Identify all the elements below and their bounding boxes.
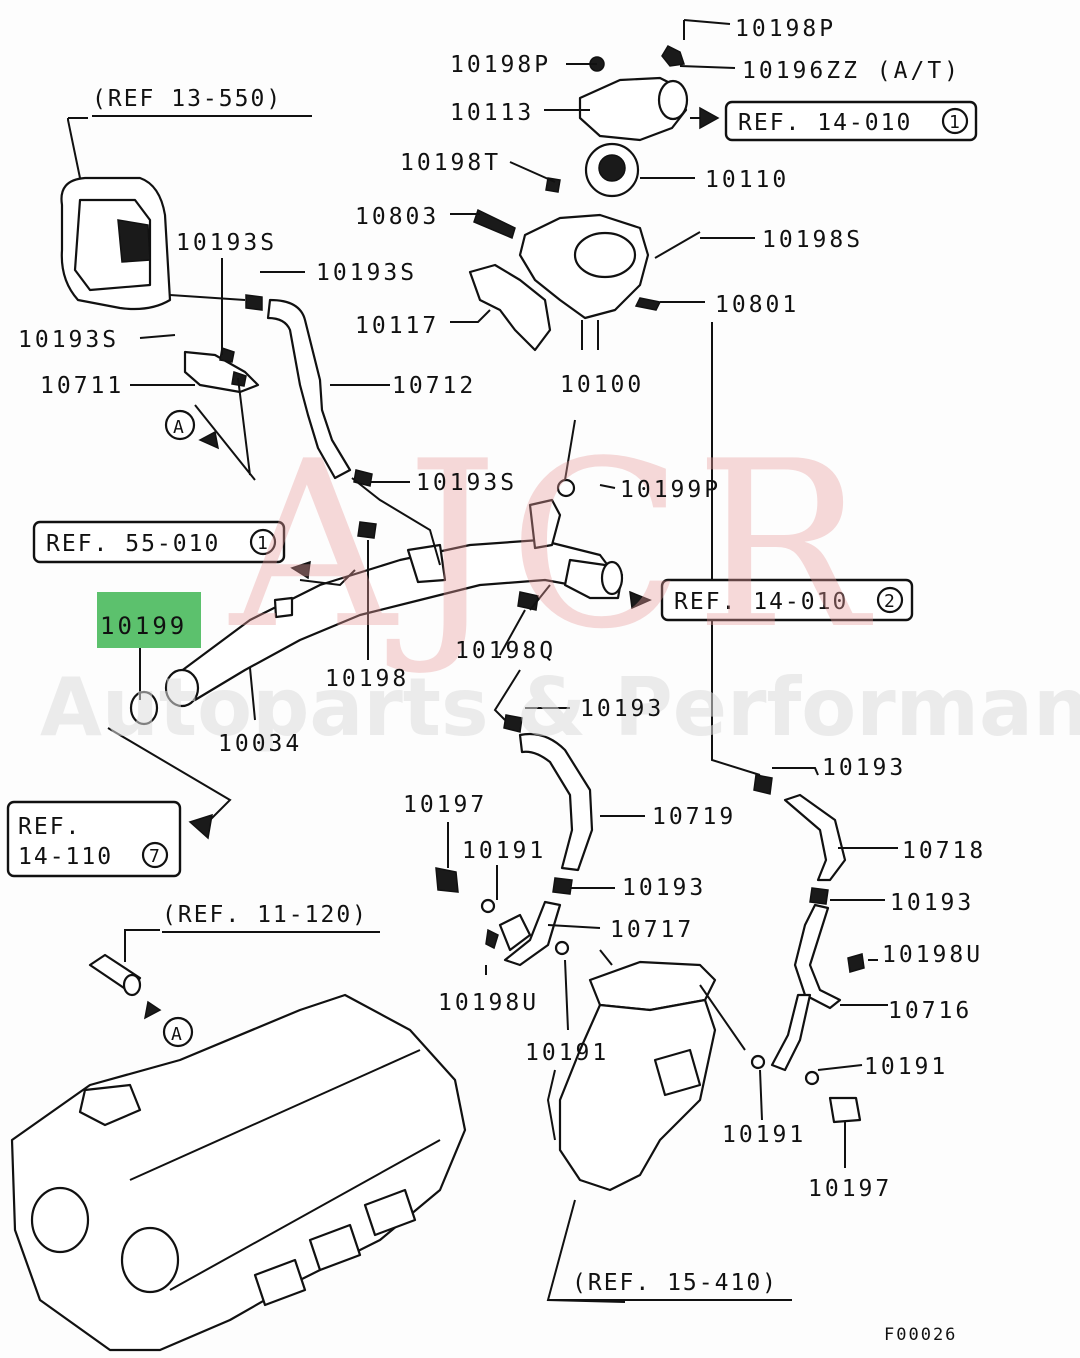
water-pipe-10034: [164, 498, 624, 708]
svg-text:A: A: [171, 1024, 184, 1045]
label-10198[interactable]: 10198: [325, 666, 409, 692]
label-10712[interactable]: 10712: [392, 373, 476, 399]
oring-10191-a: [480, 898, 496, 914]
bolt-10198U-b: [847, 953, 865, 973]
label-10197[interactable]: 10197: [403, 792, 487, 818]
label-10717[interactable]: 10717: [610, 917, 694, 943]
label-10113[interactable]: 10113: [450, 100, 534, 126]
ref-label: REF. 55-010: [46, 531, 220, 557]
label-10199-highlighted[interactable]: 10199: [100, 612, 187, 640]
parts-drawing: [10, 19, 898, 1352]
leader-lines: [130, 19, 898, 1303]
bracket-10717: [498, 900, 562, 967]
ref-box-14-110[interactable]: REF. 14-110 7: [6, 800, 182, 878]
ref-label: REF. 14-010: [674, 589, 848, 615]
label-10198P[interactable]: 10198P: [735, 16, 836, 42]
svg-text:A: A: [173, 417, 186, 438]
ref-label: REF. 14-010: [738, 110, 912, 136]
bolt-10198: [357, 521, 377, 539]
hose-10719: [503, 714, 594, 895]
oring-10191-c: [750, 1054, 766, 1070]
label-10198U[interactable]: 10198U: [882, 942, 983, 968]
label-10117[interactable]: 10117: [355, 313, 439, 339]
label-10718[interactable]: 10718: [902, 838, 986, 864]
marker-a-lower: A: [162, 1016, 194, 1048]
marker-a-upper: A: [164, 409, 196, 441]
ref-label: REF.: [18, 814, 81, 840]
intake-assembly: [558, 960, 717, 1192]
bolt-10197-a: [435, 867, 459, 893]
label-10198S[interactable]: 10198S: [762, 227, 863, 253]
sensor-11-120: [88, 953, 142, 997]
ref-number: 2: [884, 591, 897, 612]
label-10193[interactable]: 10193: [890, 890, 974, 916]
label-10719[interactable]: 10719: [652, 804, 736, 830]
label-10198Q[interactable]: 10198Q: [455, 638, 556, 664]
bolt-10198U-a: [485, 928, 499, 950]
label-10193[interactable]: 10193: [622, 875, 706, 901]
label-10198U[interactable]: 10198U: [438, 990, 539, 1016]
watermark-tagline: Autoparts & Performance: [40, 661, 1080, 754]
reference-arrows: [67, 106, 720, 1020]
label-10803[interactable]: 10803: [355, 204, 439, 230]
thermostat-housing: [468, 20, 701, 352]
watermark-logo: AJCR: [228, 413, 877, 680]
label-10198P[interactable]: 10198P: [450, 52, 551, 78]
ref-box-14-010-2[interactable]: REF. 14-010 2: [660, 578, 914, 622]
part-labels: 10198P 10198P 10196ZZ (A/T) 10113 10198T…: [18, 16, 986, 1345]
label-10193S[interactable]: 10193S: [18, 327, 119, 353]
watermark: AJCR Autoparts & Performance: [40, 413, 1080, 754]
oring-10191-b: [554, 940, 570, 956]
highlight-10199: [97, 592, 201, 648]
label-10196ZZ[interactable]: 10196ZZ (A/T): [742, 58, 961, 84]
label-10711[interactable]: 10711: [40, 373, 124, 399]
pipe-10716: [770, 903, 842, 1072]
label-10191[interactable]: 10191: [462, 838, 546, 864]
hose-10712: [245, 294, 352, 480]
label-10193S[interactable]: 10193S: [176, 230, 277, 256]
label-10100[interactable]: 10100: [560, 372, 644, 398]
label-10191[interactable]: 10191: [722, 1122, 806, 1148]
bolt-10197-b: [828, 1096, 862, 1168]
bracket-10711: [183, 347, 260, 394]
ref-number: 7: [149, 846, 162, 867]
coolant-reservoir: [60, 176, 246, 311]
oring-10191-d: [804, 1070, 820, 1086]
label-10197[interactable]: 10197: [808, 1176, 892, 1202]
ref-11-120[interactable]: (REF. 11-120): [162, 902, 368, 928]
label-10199P[interactable]: 10199P: [620, 477, 721, 503]
ref-number: 1: [949, 112, 962, 133]
ref-number: 1: [257, 533, 270, 554]
label-10193S[interactable]: 10193S: [316, 260, 417, 286]
diagram-code: F00026: [884, 1325, 957, 1345]
label-10193[interactable]: 10193: [822, 755, 906, 781]
label-10198T[interactable]: 10198T: [400, 150, 501, 176]
label-10191[interactable]: 10191: [525, 1040, 609, 1066]
ref-box-14-010-1[interactable]: REF. 14-010 1: [724, 100, 978, 142]
ref-box-55-010[interactable]: REF. 55-010 1: [32, 520, 286, 564]
label-10191[interactable]: 10191: [864, 1054, 948, 1080]
ref-15-410[interactable]: (REF. 15-410): [572, 1270, 778, 1296]
label-10193[interactable]: 10193: [580, 696, 664, 722]
label-10716[interactable]: 10716: [888, 998, 972, 1024]
label-10034[interactable]: 10034: [218, 731, 302, 757]
cylinder-head: [10, 993, 467, 1352]
ref-label-num: 14-110: [18, 844, 113, 870]
label-10110[interactable]: 10110: [705, 167, 789, 193]
label-10801[interactable]: 10801: [715, 292, 799, 318]
gasket-10199: [129, 690, 159, 726]
ref-13-550[interactable]: (REF 13-550): [92, 86, 282, 112]
hose-10718: [753, 774, 847, 905]
label-10193S[interactable]: 10193S: [416, 470, 517, 496]
